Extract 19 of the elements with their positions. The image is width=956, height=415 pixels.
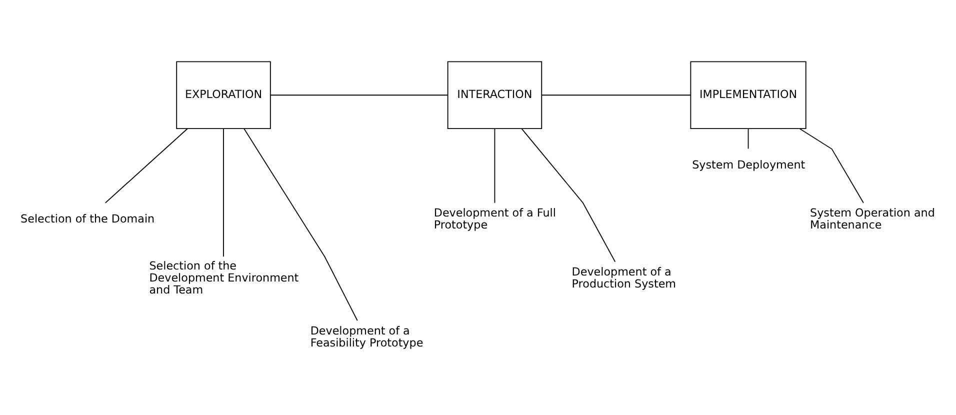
connector (270, 94, 448, 96)
node-text: Selection of the Domain (20, 212, 155, 225)
node-text: System Deployment (692, 158, 806, 172)
node-text: Development of a Feasibility Prototype (310, 324, 424, 349)
node-text: Development of a Full Prototype (434, 206, 556, 232)
connector (494, 128, 496, 203)
node-text: System Operation and Maintenance (810, 206, 935, 232)
node-text: Selection of the Development Environment and Team (149, 258, 299, 296)
connector (104, 128, 188, 203)
node-box: IMPLEMENTATION (690, 60, 806, 129)
node-box: INTERACTION (447, 60, 542, 129)
connector (799, 128, 864, 203)
node-box: EXPLORATION (176, 60, 271, 129)
connector (748, 128, 749, 149)
node-text: Development of a Production System (572, 264, 676, 290)
connector (223, 128, 224, 257)
connector (244, 128, 358, 320)
connector (541, 94, 691, 96)
connector (521, 128, 616, 262)
